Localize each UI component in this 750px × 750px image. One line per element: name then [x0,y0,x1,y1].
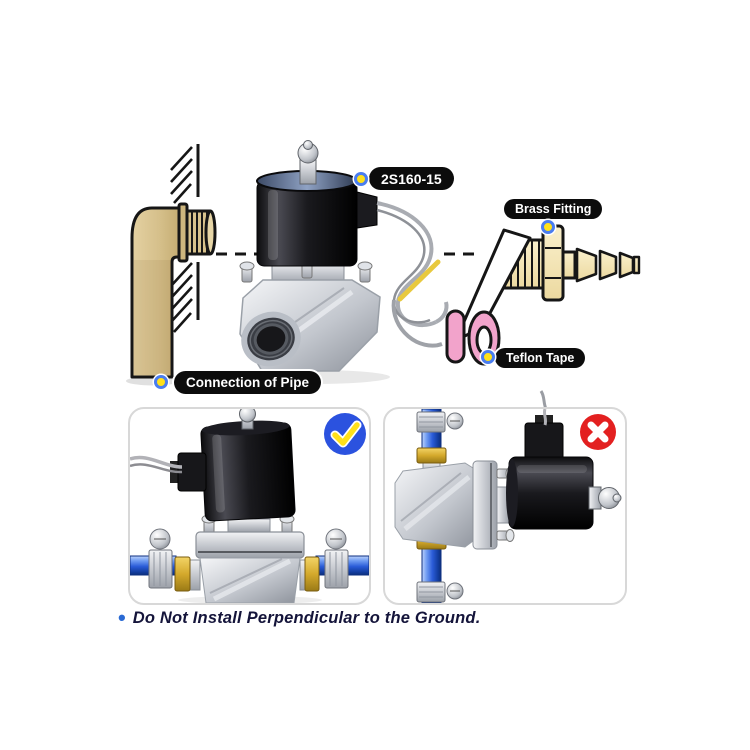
callout-dot-brass-fitting [541,220,555,234]
coil-top-nut [297,140,319,185]
coil-wires [376,201,449,348]
callout-dot-teflon-tape [481,350,495,364]
teflon-tape-rolls [445,309,501,366]
hose-clamps-vertical [416,411,464,603]
valve-body-sideways [394,460,515,550]
brass-fitting-text: Brass Fitting [515,202,592,216]
pipe-elbow-illustration [126,202,217,386]
caption-text: Do Not Install Perpendicular to the Grou… [132,608,481,627]
brass-unions [174,556,320,592]
x-icon [580,414,616,450]
model-number-text: 2S160-15 [381,170,442,187]
warning-caption: • Do Not Install Perpendicular to the Gr… [118,607,481,629]
valve-inlet-port [241,311,301,367]
brass-fitting-illustration [445,224,641,366]
correct-installation-photo [130,409,369,603]
callout-dot-model [354,172,368,186]
incorrect-installation-photo [394,409,622,603]
conduit-connector [177,452,207,492]
coil-top-nut [239,409,256,430]
correct-badge [324,413,366,455]
connection-of-pipe-text: Connection of Pipe [186,375,309,390]
incorrect-installation-panel [383,407,627,605]
valve-body [195,514,305,603]
solenoid-coil-sideways [506,456,594,530]
coil-side-nut [588,486,622,510]
solenoid-coil-upright [200,420,296,522]
model-number-label: 2S160-15 [369,167,454,190]
lead-wire [542,409,548,426]
check-icon [324,413,366,455]
conduit-connector [524,422,564,462]
connection-of-pipe-label: Connection of Pipe [174,371,321,394]
caption-bullet: • [118,605,126,630]
incorrect-badge [580,414,616,450]
pipe-threads [185,209,217,256]
lead-wires [130,455,183,474]
teflon-tape-text: Teflon Tape [506,351,575,365]
top-installation-illustration [126,140,641,410]
brass-fitting-label: Brass Fitting [504,199,603,219]
wall-hatching [170,144,200,333]
hose-clamps [148,528,349,589]
teflon-tape-label: Teflon Tape [495,348,586,368]
correct-installation-panel [128,407,371,605]
callout-dot-connection [154,375,168,389]
